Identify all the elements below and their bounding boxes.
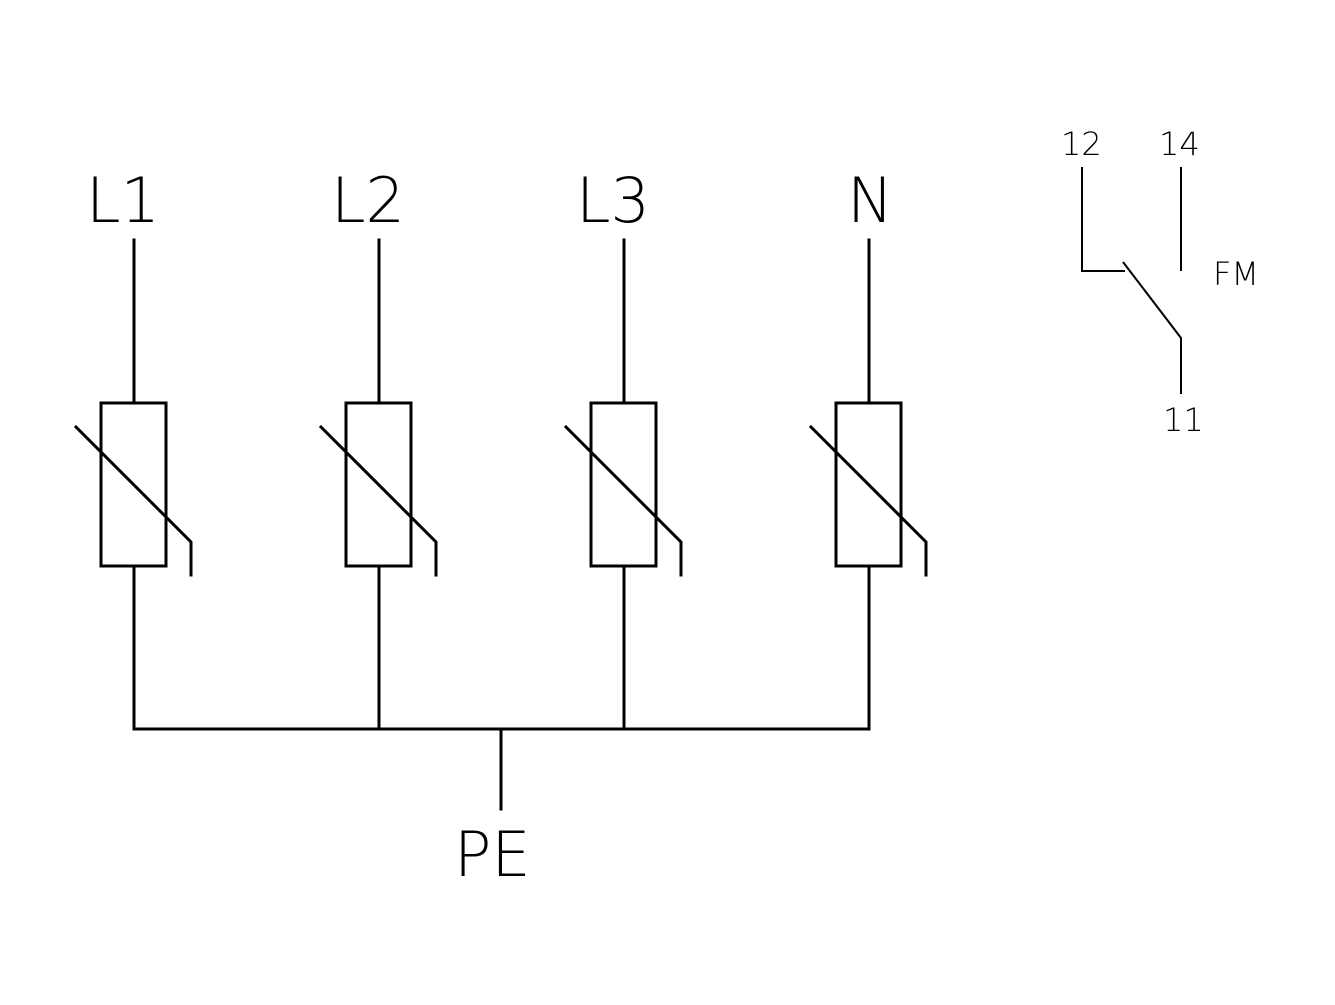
phase-branch-l3: L3	[563, 164, 683, 731]
phase-branch-l1: L1	[73, 164, 193, 731]
phase-label-n: N	[847, 164, 893, 237]
terminal-label-14: 14	[1159, 125, 1200, 163]
varistor-symbol-slash	[808, 424, 928, 577]
varistor-symbol-slash	[73, 424, 193, 577]
contact-switch-blade	[1122, 261, 1182, 394]
contact-label-fm: FM	[1213, 255, 1259, 293]
terminal-label-12: 12	[1061, 125, 1102, 163]
terminal-label-11: 11	[1163, 401, 1204, 439]
earth-label: PE	[454, 818, 531, 891]
contact-nc-terminal-wire	[1081, 167, 1125, 272]
phase-label-l3: L3	[576, 164, 650, 237]
phase-label-l2: L2	[331, 164, 405, 237]
phase-branch-n: N	[808, 164, 928, 731]
phase-label-l1: L1	[86, 164, 160, 237]
remote-signal-contact: 12 14 11 FM	[1061, 125, 1259, 439]
earth-bus: PE	[132, 727, 871, 891]
varistor-symbol-slash	[563, 424, 683, 577]
phase-branch-l2: L2	[318, 164, 438, 731]
varistor-symbol-slash	[318, 424, 438, 577]
